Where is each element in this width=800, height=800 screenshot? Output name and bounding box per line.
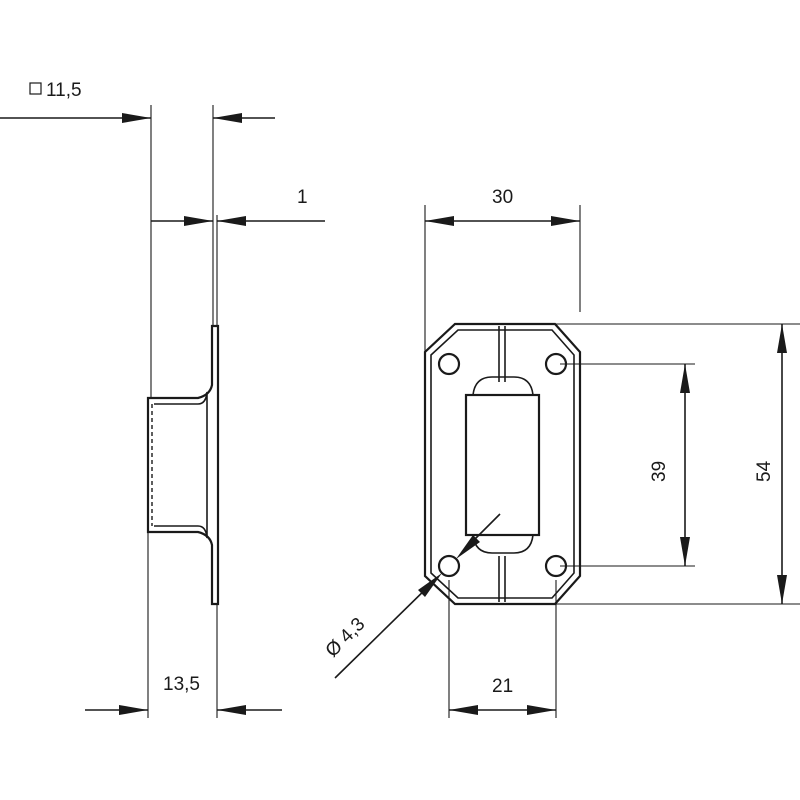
mounting-hole-br	[544, 554, 568, 578]
square-symbol-icon	[29, 82, 42, 95]
mounting-hole-tl	[437, 352, 461, 376]
dim-hole-spacing-h: 21	[492, 676, 513, 697]
dim-width: 30	[492, 187, 513, 208]
dim-depth: 13,5	[163, 674, 200, 695]
side-view: 11,5 1 13,5	[0, 80, 325, 718]
mounting-hole-tr	[544, 352, 568, 376]
side-profile	[146, 324, 220, 606]
latch-recess	[464, 393, 541, 537]
dim-hole-diameter: Ø 4,3	[322, 614, 370, 662]
dim-height: 54	[754, 460, 775, 482]
dim-square-size: 11,5	[46, 80, 82, 101]
dim-thickness: 1	[297, 187, 308, 208]
dim-hole-spacing-v: 39	[649, 461, 670, 482]
strike-plate-outline	[423, 322, 582, 606]
mounting-hole-bl	[437, 554, 461, 578]
front-view: 30 39 54 21 Ø 4,3	[322, 187, 800, 718]
